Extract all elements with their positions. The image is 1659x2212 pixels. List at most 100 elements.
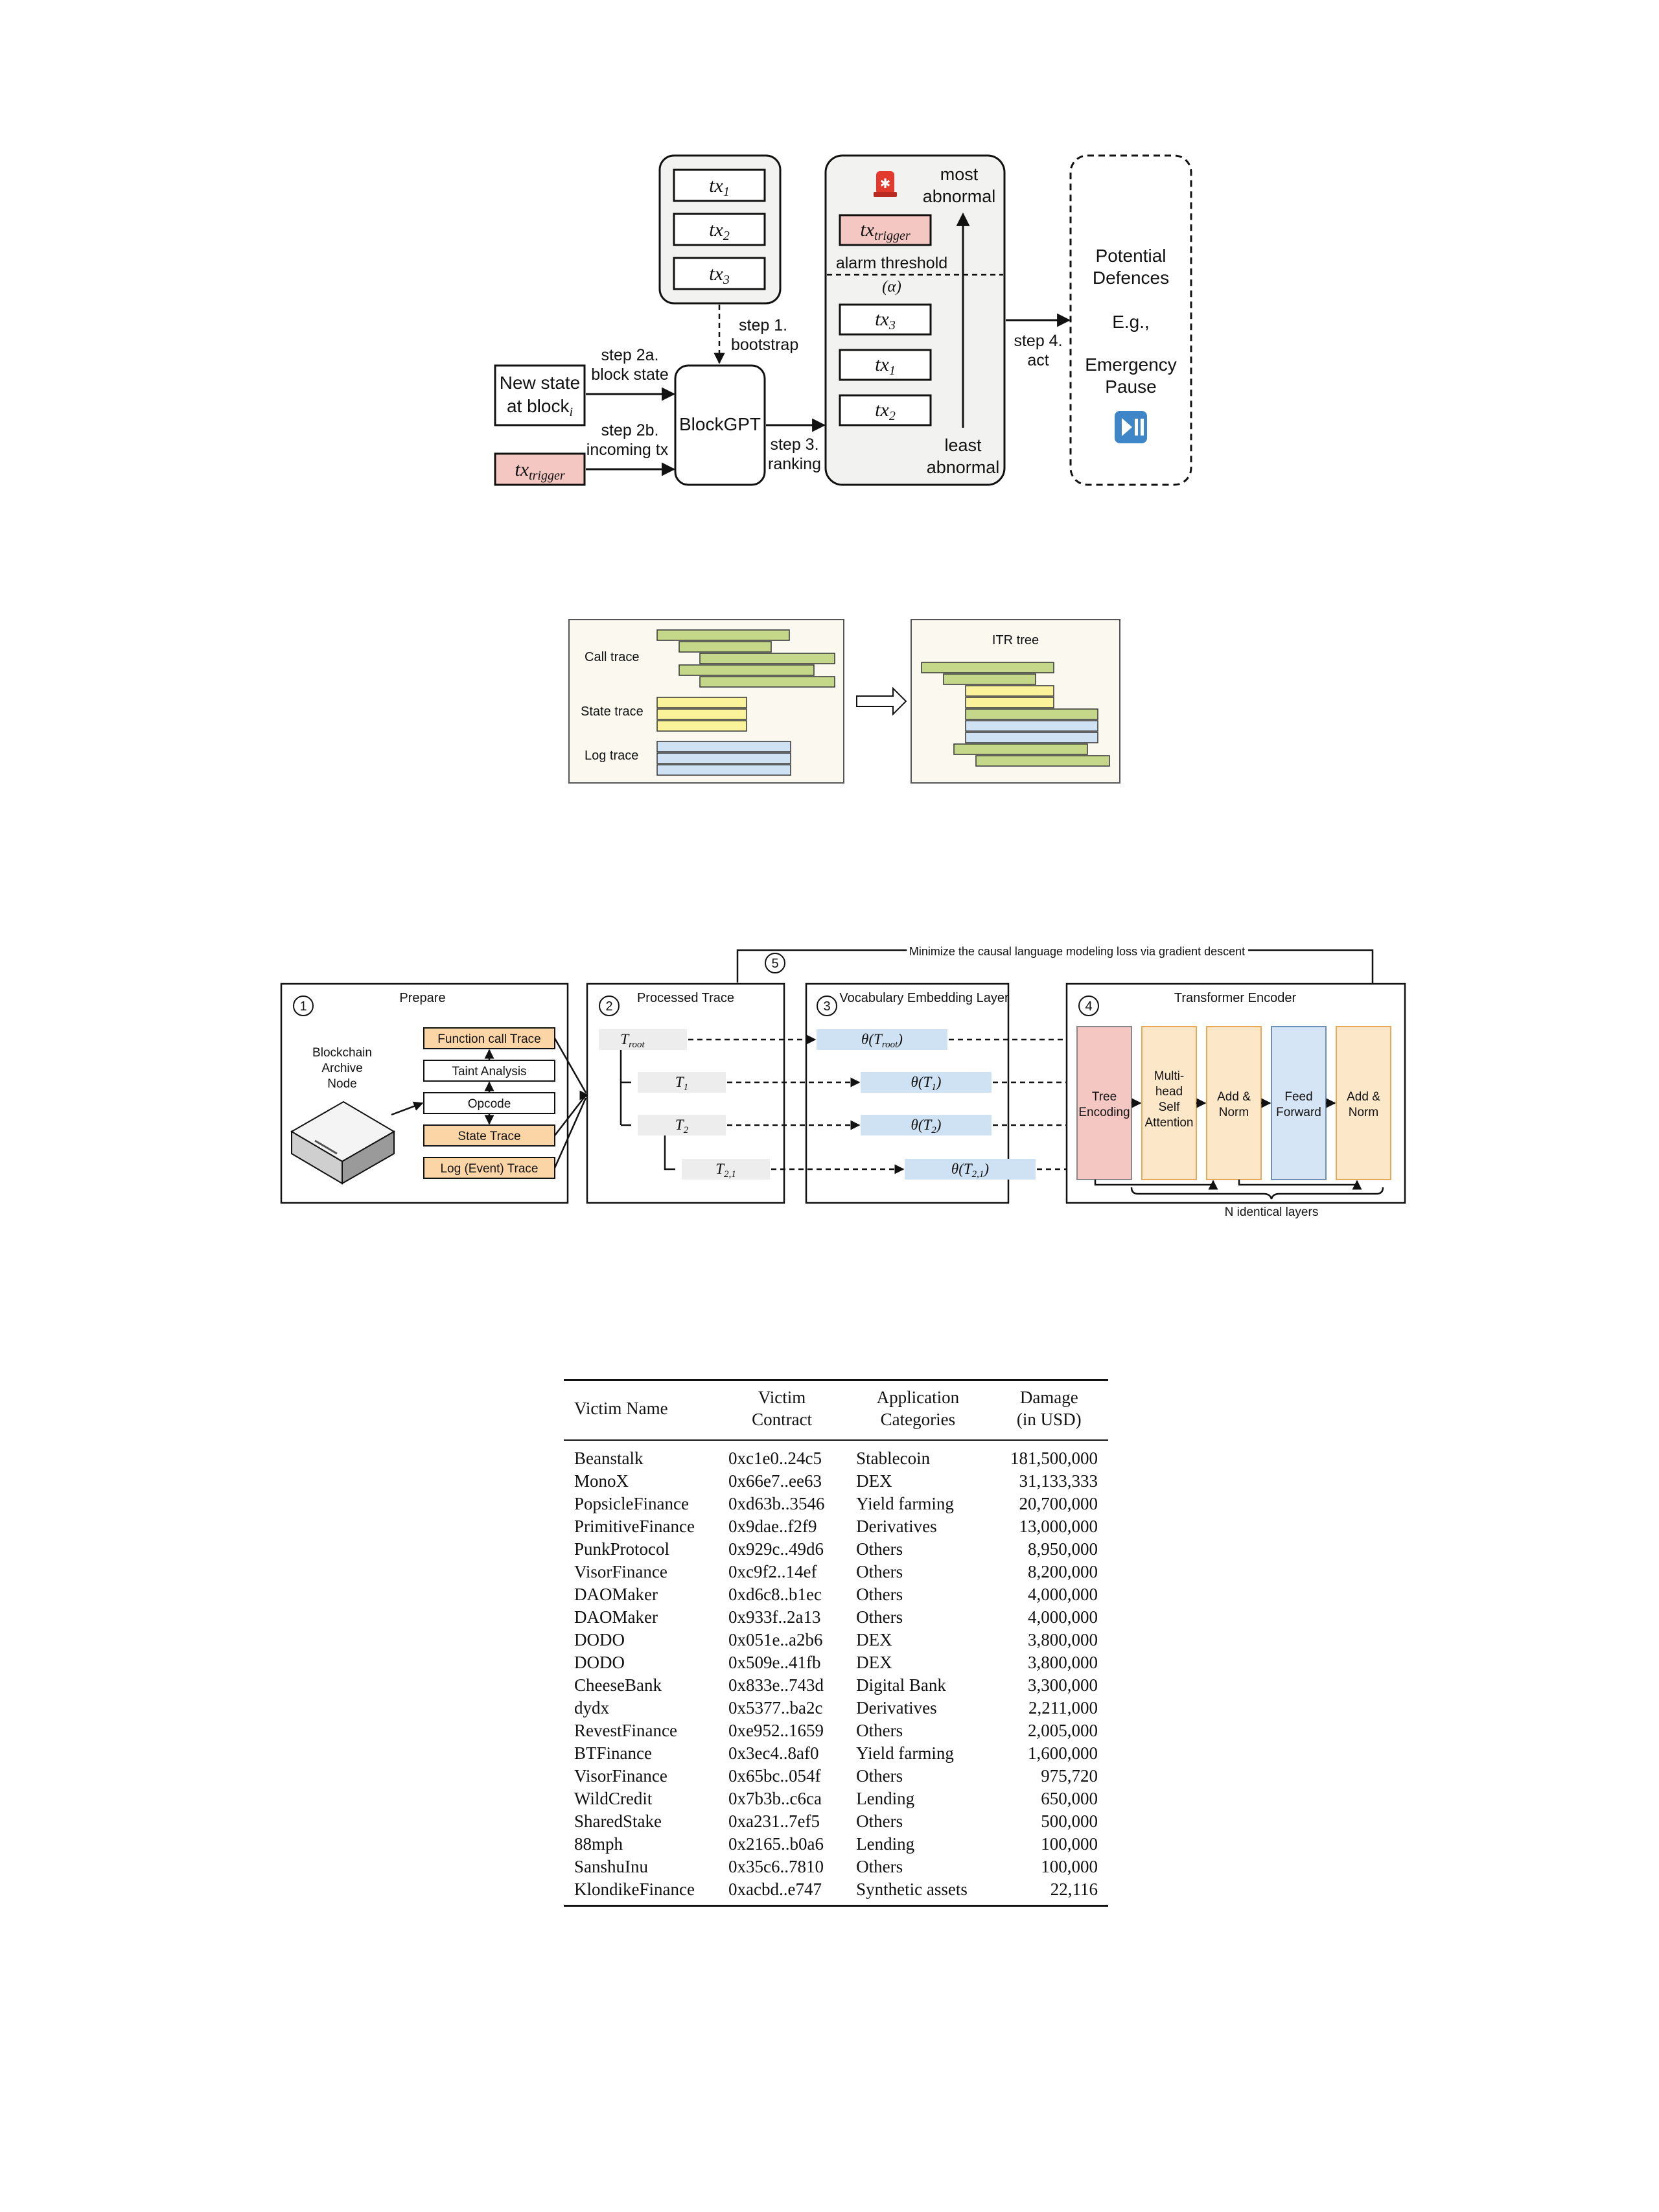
state-trace-bars [656,697,747,732]
add-norm-block-1: Add & Norm [1206,1026,1262,1180]
svg-text:θ(T2): θ(T2) [911,1117,942,1135]
svg-text:tx2: tx2 [709,219,730,243]
cell-victim-contract: 0x833e..743d [728,1675,824,1695]
header-victim-name: Victim Name [574,1399,668,1418]
cell-victim-contract: 0x7b3b..c6ca [728,1789,822,1808]
svg-text:State Trace: State Trace [458,1130,520,1143]
cell-victim-name: DAOMaker [574,1585,658,1604]
svg-text:tx3: tx3 [875,309,896,332]
prep-item-function-call-trace: Function call Trace [423,1027,555,1049]
svg-text:θ(T1): θ(T1) [911,1074,942,1093]
cell-damage: 181,500,000 [1010,1449,1098,1468]
prep-item-log-trace: Log (Event) Trace [423,1157,555,1179]
svg-text:Potential: Potential [1096,246,1166,266]
feed-forward-block: Feed Forward [1271,1026,1327,1180]
cell-victim-contract: 0x3ec4..8af0 [728,1743,819,1763]
call-trace-bars [656,629,835,688]
cell-victim-name: MonoX [574,1471,629,1491]
trace-node-t1: T1 [638,1072,726,1093]
cell-category: Digital Bank [856,1675,946,1695]
step3-label: step 3. [770,436,818,454]
itr-tree-bars [921,662,1110,767]
cell-victim-name: DODO [574,1653,625,1672]
panel-number-1: 1 [293,995,314,1016]
svg-text:Function call Trace: Function call Trace [437,1032,540,1046]
alarm-threshold-label: alarm threshold [836,254,947,272]
svg-text:Attention: Attention [1145,1116,1194,1130]
svg-text:tx3: tx3 [709,263,730,287]
svg-text:Feed: Feed [1284,1090,1312,1104]
panel-number-4: 4 [1078,995,1099,1016]
svg-text:block state: block state [591,366,669,384]
cell-victim-name: 88mph [574,1834,623,1854]
cell-victim-contract: 0xd6c8..b1ec [728,1585,822,1604]
cell-victim-contract: 0x933f..2a13 [728,1607,821,1627]
log-trace-label: Log trace [585,749,638,763]
trigger-tx-box: txtrigger [494,452,586,486]
cell-damage: 1,600,000 [1028,1743,1098,1763]
svg-text:E.g.,: E.g., [1112,312,1150,332]
cell-victim-contract: 0x35c6..7810 [728,1857,824,1876]
cell-victim-name: CheeseBank [574,1675,662,1695]
new-state-box: New state at blocki [494,364,586,426]
least-abnormal-label: least [944,436,982,455]
svg-text:Forward: Forward [1276,1106,1321,1119]
cell-victim-name: SanshuInu [574,1857,648,1876]
cell-damage: 13,000,000 [1019,1517,1098,1536]
play-pause-icon [1115,411,1147,443]
cell-victim-name: VisorFinance [574,1562,667,1581]
svg-text:2: 2 [605,999,612,1014]
cell-category: Synthetic assets [856,1880,968,1899]
cell-victim-contract: 0x65bc..054f [728,1766,821,1786]
pool-tx-3: tx3 [673,257,766,290]
svg-text:Add &: Add & [1347,1090,1380,1104]
svg-text:Defences: Defences [1093,268,1169,288]
prep-item-opcode: Opcode [423,1092,555,1114]
cell-damage: 3,800,000 [1028,1630,1098,1649]
cell-category: Others [856,1766,903,1786]
step4-label: step 4. [1014,332,1062,350]
blockgpt-box: BlockGPT [674,364,766,486]
cell-victim-contract: 0xacbd..e747 [728,1880,822,1899]
cell-damage: 31,133,333 [1019,1471,1098,1491]
svg-text:5: 5 [771,957,778,971]
svg-text:Add &: Add & [1217,1090,1251,1104]
svg-text:Norm: Norm [1219,1106,1249,1119]
prepare-title: Prepare [399,991,445,1005]
figure-itr-tree: Call trace State trace Log trace ITR tre… [568,619,1120,784]
svg-text:T2,1: T2,1 [715,1161,736,1180]
svg-text:txtrigger: txtrigger [515,459,564,483]
cell-damage: 650,000 [1041,1789,1098,1808]
cell-victim-name: PopsicleFinance [574,1494,689,1513]
cell-category: Others [856,1607,903,1627]
svg-text:Multi-: Multi- [1154,1069,1184,1083]
trace-node-t21: T2,1 [682,1159,770,1180]
svg-text:Archive: Archive [321,1062,362,1075]
transform-arrow [856,686,907,716]
most-abnormal-label: most [940,165,979,184]
cell-category: Yield farming [856,1494,954,1513]
cell-victim-name: DAOMaker [574,1607,658,1627]
cell-victim-name: RevestFinance [574,1721,677,1740]
ranked-trigger-tx: txtrigger [839,214,932,246]
ranked-tx-1: tx1 [839,349,932,381]
log-trace-bars [656,741,791,776]
cell-victim-contract: 0x051e..a2b6 [728,1630,823,1649]
add-norm-block-2: Add & Norm [1336,1026,1391,1180]
cell-victim-contract: 0x9dae..f2f9 [728,1517,817,1536]
panel-number-2: 2 [599,995,620,1016]
state-trace-label: State trace [581,704,644,719]
svg-text:New state: New state [500,373,581,393]
loss-label: Minimize the causal language modeling lo… [909,945,1245,958]
cell-category: Yield farming [856,1743,954,1763]
prep-item-taint-analysis: Taint Analysis [423,1060,555,1082]
